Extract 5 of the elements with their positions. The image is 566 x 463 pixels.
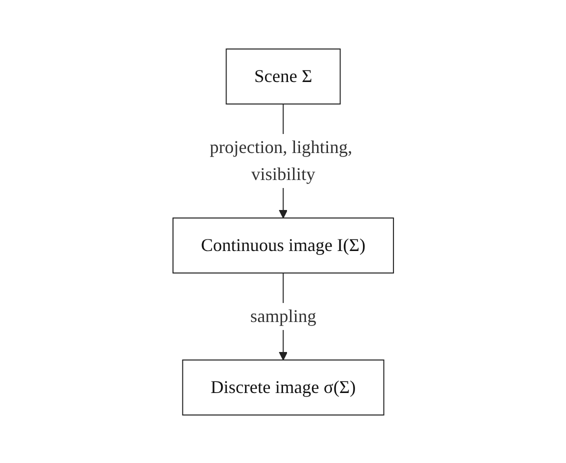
- node-box: Continuous image I(Σ): [172, 217, 394, 273]
- edge-label: projection, lighting, visibility: [209, 136, 352, 184]
- node-box: Scene Σ: [226, 48, 340, 104]
- node-box: Discrete image σ(Σ): [182, 359, 384, 415]
- edge-label: sampling: [250, 306, 316, 326]
